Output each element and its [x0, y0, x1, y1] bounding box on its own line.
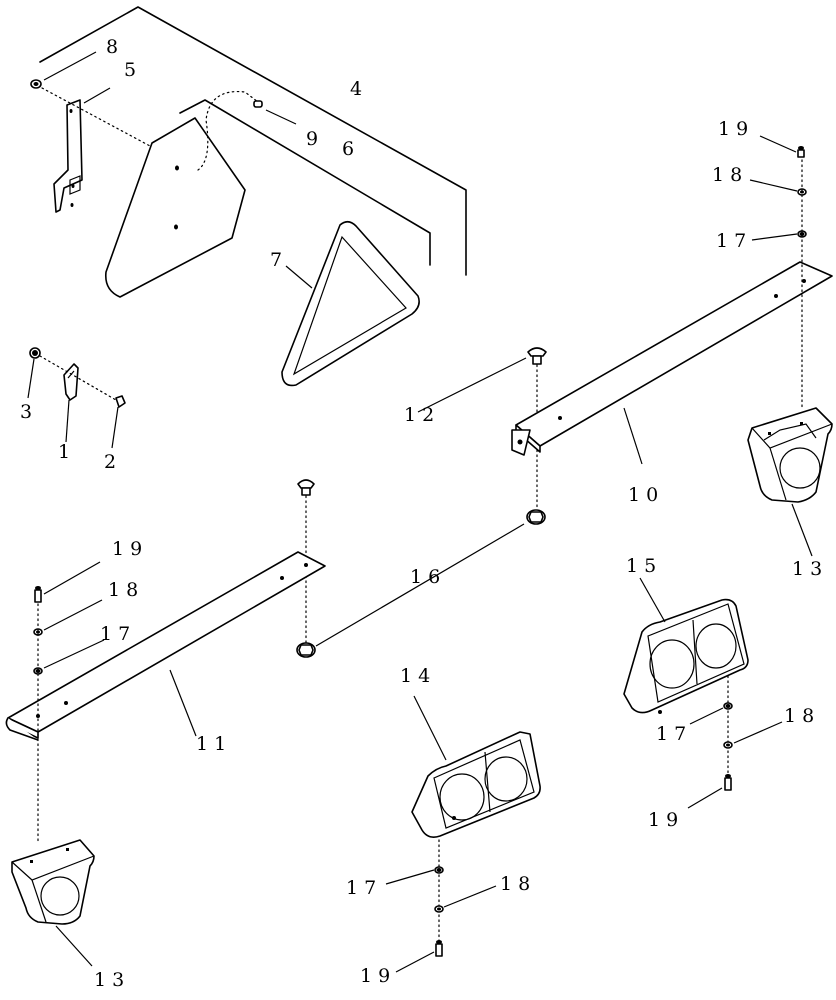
screw-2 — [115, 395, 126, 408]
work-lamp-13-left — [11, 839, 95, 925]
dual-work-lamp-15 — [623, 598, 749, 714]
bolt-19-center — [435, 940, 443, 957]
plate-hole — [175, 165, 179, 171]
carriage-bolt-12-right — [527, 347, 547, 365]
callout-1: 1 — [58, 441, 76, 463]
callout-4: 4 — [350, 78, 368, 100]
callout-19-right: 19 — [718, 118, 754, 140]
work-lamp-13-right — [747, 407, 833, 503]
mounting-bar-11 — [5, 551, 326, 741]
callout-12: 12 — [404, 404, 440, 426]
bolt-19-lower-right — [724, 774, 732, 791]
callout-17-lower-right: 17 — [656, 723, 692, 745]
group-bracket-4 — [39, 6, 467, 276]
callout-17-center: 17 — [346, 877, 382, 899]
callout-13-right: 13 — [792, 558, 828, 580]
callout-14: 14 — [400, 665, 436, 687]
pin-9 — [253, 100, 263, 108]
callout-18-right: 18 — [712, 164, 748, 186]
routing-line — [197, 90, 259, 171]
callout-19-left: 19 — [112, 538, 148, 560]
smv-emblem-7 — [281, 220, 420, 387]
callout-2: 2 — [104, 451, 122, 473]
group-bracket-6 — [179, 99, 431, 266]
callout-9: 9 — [306, 128, 324, 150]
flange-nut-16-right — [526, 509, 546, 525]
callout-3: 3 — [20, 401, 38, 423]
bolt-19-right — [797, 146, 805, 158]
callout-11: 11 — [196, 733, 232, 755]
callout-6: 6 — [342, 138, 360, 160]
carriage-bolt-12-left — [297, 479, 315, 496]
bracket-5 — [53, 99, 83, 213]
callout-17-left: 17 — [100, 623, 136, 645]
sign-mounting-plate — [104, 117, 246, 298]
mounting-bar-10 — [511, 261, 833, 456]
callout-19-lower-right: 19 — [648, 809, 684, 831]
callout-5: 5 — [124, 59, 142, 81]
callout-18-lower-right: 18 — [784, 705, 820, 727]
callout-19-center: 19 — [360, 965, 396, 987]
plate-hole — [174, 224, 178, 230]
callout-18-left: 18 — [108, 579, 144, 601]
clip-1 — [63, 363, 79, 401]
callout-18-center: 18 — [500, 873, 536, 895]
flange-nut-16-left — [296, 642, 316, 658]
dual-work-lamp-14 — [411, 731, 541, 838]
callout-17-right: 17 — [716, 230, 752, 252]
callout-8: 8 — [106, 36, 124, 58]
callout-15: 15 — [626, 555, 662, 577]
callout-10: 10 — [628, 484, 664, 506]
callout-7: 7 — [270, 249, 288, 271]
bolt-19-left — [34, 586, 42, 603]
callout-13-left: 13 — [94, 969, 130, 991]
callout-16: 16 — [410, 566, 446, 588]
